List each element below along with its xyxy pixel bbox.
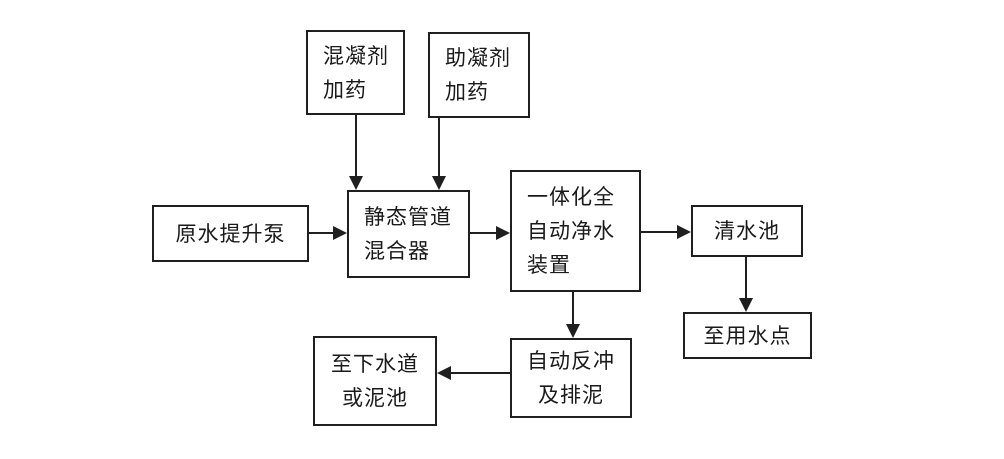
node-raw-water-lift-pump: 原水提升泵 [152,205,309,262]
node-raw-water-lift-pump-label: 原水提升泵 [175,221,286,246]
node-integrated-purifier-label: 一体化全 自动净水 装置 [527,185,615,277]
arrow-coagulant-to-mixer-head [349,176,363,190]
arrow-purifier-to-backwash-head [566,324,580,338]
arrow-backwash-to-sewer-head [437,366,451,380]
node-static-pipe-mixer: 静态管道 混合器 [347,190,470,278]
node-to-water-use-point: 至用水点 [683,312,812,359]
arrow-purifier-to-tank-head [677,225,691,239]
arrow-tank-to-usepoint-head [739,298,753,312]
arrow-tank-to-usepoint-line [745,257,747,298]
node-clear-water-tank-label: 清水池 [714,219,780,243]
node-coagulant-dosing: 混凝剂 加药 [306,30,405,115]
node-integrated-purifier: 一体化全 自动净水 装置 [510,170,641,292]
node-coagulant-aid-dosing: 助凝剂 加药 [428,32,530,118]
arrow-mixer-to-purifier-head [496,226,510,240]
node-auto-backwash-sludge-label: 自动反冲 及排泥 [527,349,615,407]
arrow-mixer-to-purifier-line [470,232,496,234]
node-to-water-use-point-label: 至用水点 [703,323,792,348]
arrow-coagulant-to-mixer-line [355,115,357,176]
node-static-pipe-mixer-label: 静态管道 混合器 [364,205,452,263]
node-coagulant-aid-dosing-label: 助凝剂 加药 [445,46,511,104]
arrow-purifier-to-tank-line [641,231,677,233]
arrow-pump-to-mixer-head [333,226,347,240]
arrow-purifier-to-backwash-line [572,292,574,324]
node-to-sewer-or-mud-pool-label: 至下水道 或泥池 [331,352,419,410]
arrow-aid-to-mixer-head [432,176,446,190]
arrow-backwash-to-sewer-line [451,372,510,374]
arrow-pump-to-mixer-line [309,232,333,234]
node-to-sewer-or-mud-pool: 至下水道 或泥池 [313,336,437,426]
node-clear-water-tank: 清水池 [691,205,803,257]
arrow-aid-to-mixer-line [438,118,440,176]
node-auto-backwash-sludge: 自动反冲 及排泥 [510,338,632,418]
node-coagulant-dosing-label: 混凝剂 加药 [323,43,389,102]
